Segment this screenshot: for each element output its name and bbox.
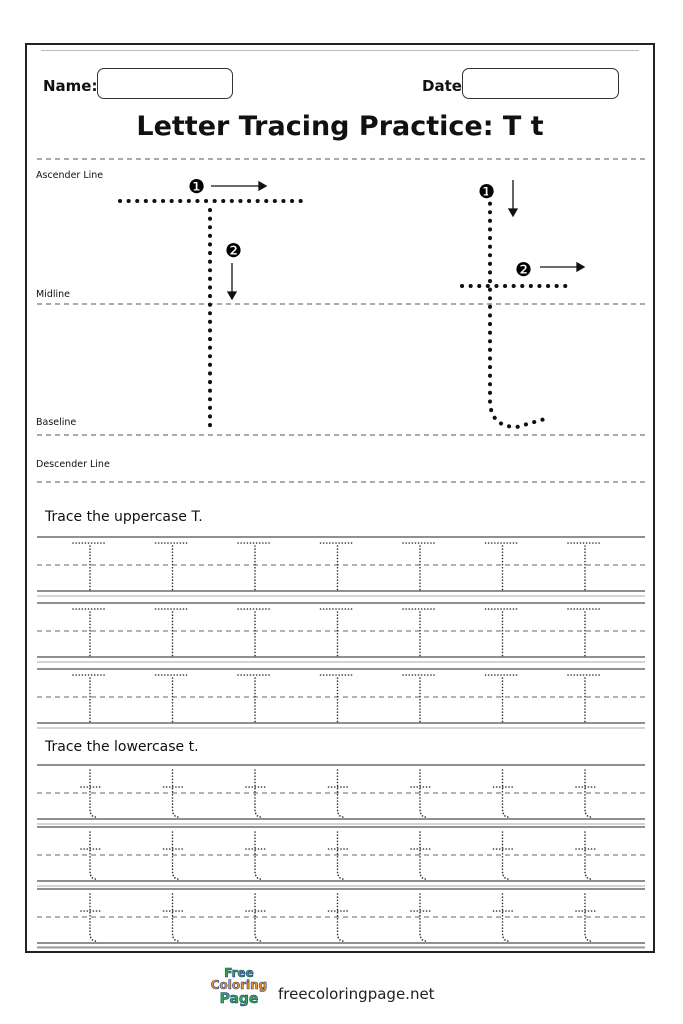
traceable-lowercase-t xyxy=(171,769,182,818)
traceable-lowercase-t xyxy=(501,831,512,880)
traceable-lowercase-t xyxy=(584,769,594,818)
traceable-lowercase-t xyxy=(254,831,264,880)
top-rule xyxy=(41,50,639,51)
demo-lowercase-t xyxy=(460,193,569,430)
traceable-lowercase-t xyxy=(171,831,182,880)
descender-line-label: Descender Line xyxy=(36,459,110,470)
traceable-lowercase-t xyxy=(501,769,512,818)
traceable-lowercase-t xyxy=(171,893,182,942)
logo-word-coloring: Coloring xyxy=(210,978,268,993)
traceable-lowercase-t xyxy=(254,769,264,818)
traceable-lowercase-t xyxy=(584,893,594,942)
baseline-label: Baseline xyxy=(36,417,77,428)
demo-uppercase-t xyxy=(118,199,307,433)
logo-word-page: Page xyxy=(219,991,259,1008)
free-coloring-page-logo: Free Coloring Page xyxy=(210,966,268,1014)
traceable-lowercase-t xyxy=(501,893,512,942)
worksheet: Name: Date: Letter Tracing Practice: T t… xyxy=(25,43,655,953)
logo-word-free: Free xyxy=(224,966,254,981)
traceable-lowercase-t xyxy=(89,831,99,880)
traceable-lowercase-t xyxy=(336,893,347,942)
step-2-badge-icon: ❷ xyxy=(225,240,242,262)
arrowhead-icon xyxy=(507,208,519,218)
step-2-badge-icon: ❷ xyxy=(515,259,532,281)
name-field[interactable] xyxy=(97,68,233,99)
practice-rows xyxy=(37,536,645,949)
traceable-lowercase-t xyxy=(89,893,99,942)
traceable-lowercase-t xyxy=(336,769,347,818)
ascender-line-label: Ascender Line xyxy=(36,170,104,181)
page-title: Letter Tracing Practice: T t xyxy=(136,111,544,142)
traceable-lowercase-t xyxy=(419,769,429,818)
step-1-badge-icon: ❶ xyxy=(478,181,495,203)
uppercase-heading: Trace the uppercase T. xyxy=(45,509,203,525)
traceable-lowercase-t xyxy=(254,893,264,942)
traceable-lowercase-t xyxy=(419,893,429,942)
midline-label: Midline xyxy=(36,289,71,300)
arrowhead-icon xyxy=(576,261,586,273)
arrowhead-icon xyxy=(226,291,238,301)
stroke-arrows xyxy=(211,180,586,301)
arrowhead-icon xyxy=(258,180,268,192)
traceable-lowercase-t xyxy=(584,831,594,880)
tracing-area: ❶ ❷ ❶ ❷ xyxy=(37,158,645,949)
traceable-lowercase-t xyxy=(336,831,347,880)
date-field[interactable] xyxy=(462,68,619,99)
step-1-badge-icon: ❶ xyxy=(188,176,205,198)
name-label: Name: xyxy=(43,77,98,95)
traceable-lowercase-t xyxy=(89,769,99,818)
lowercase-heading: Trace the lowercase t. xyxy=(45,739,199,755)
traceable-lowercase-t xyxy=(419,831,429,880)
t-lower-stem-stroke xyxy=(488,193,547,430)
date-label: Date: xyxy=(422,77,468,95)
site-url[interactable]: freecoloringpage.net xyxy=(278,985,435,1003)
